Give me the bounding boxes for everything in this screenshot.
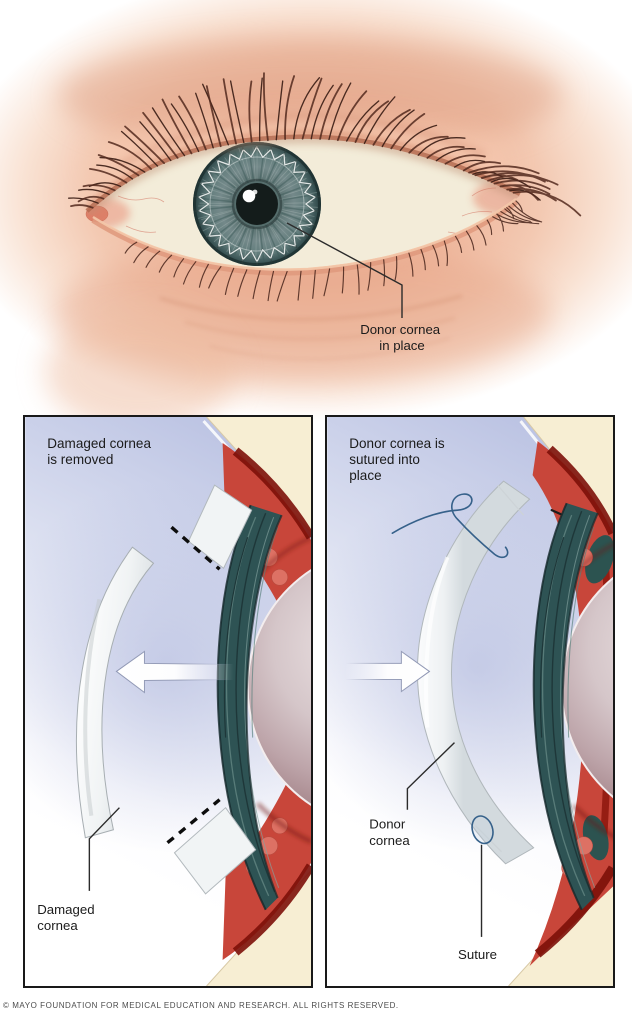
arrow-right-icon xyxy=(344,650,431,693)
right-title-line1: Donor cornea is xyxy=(349,436,445,451)
panel-damaged-cornea-removed: Damaged cornea Damaged cornea is removed xyxy=(23,415,313,988)
iris-cross-section xyxy=(216,504,283,911)
leader-line-damaged-cornea xyxy=(88,807,120,891)
right-title-line3: place xyxy=(349,468,381,483)
iris-fibers xyxy=(197,147,319,264)
callout-damaged-line2: cornea xyxy=(37,918,78,933)
graft-edge xyxy=(209,156,305,252)
panel-title-left: Damaged cornea is removed xyxy=(47,436,154,467)
left-title-line2: is removed xyxy=(47,452,113,467)
left-title-line1: Damaged cornea xyxy=(47,436,151,451)
upper-eyelashes xyxy=(68,72,582,217)
eye-callout-line1: Donor cornea xyxy=(360,322,441,337)
panel-title-right: Donor cornea is sutured into place xyxy=(349,436,448,483)
cornea-remnants xyxy=(173,484,257,895)
callout-donor-line2: cornea xyxy=(369,833,410,848)
callout-donor-line1: Donor xyxy=(369,817,406,832)
suture-loop xyxy=(471,815,494,845)
incision-dashed-lines xyxy=(166,525,221,845)
right-title-line2: sutured into xyxy=(349,452,420,467)
lower-eyelashes xyxy=(124,200,543,302)
graft-seam-bottom xyxy=(475,825,502,853)
suture-needle xyxy=(550,509,562,516)
leader-line-donor-cornea-in-place xyxy=(286,222,403,318)
iris-cross-section xyxy=(532,502,599,911)
eye-illustration: Donor cornea in place xyxy=(0,0,632,445)
eye-callout-line2: in place xyxy=(379,338,424,353)
callout-damaged-cornea: Damaged cornea xyxy=(37,902,98,933)
copyright-notice: © MAYO FOUNDATION FOR MEDICAL EDUCATION … xyxy=(3,1001,399,1010)
graft-seam-top xyxy=(497,484,525,516)
leader-line-donor-cornea xyxy=(406,742,455,810)
pupil xyxy=(236,183,278,225)
donor-cornea-graft xyxy=(416,480,535,865)
callout-donor-cornea: Donor cornea xyxy=(369,817,410,848)
suture-thread xyxy=(391,493,509,559)
pupil-highlight xyxy=(242,189,256,203)
panel-donor-cornea-sutured: Donor cornea Suture Donor cornea is sutu… xyxy=(325,415,615,988)
callout-suture: Suture xyxy=(458,947,497,962)
callout-damaged-line1: Damaged xyxy=(37,902,94,917)
arrow-left-icon xyxy=(115,650,235,694)
eye-callout-label: Donor cornea in place xyxy=(360,322,444,353)
